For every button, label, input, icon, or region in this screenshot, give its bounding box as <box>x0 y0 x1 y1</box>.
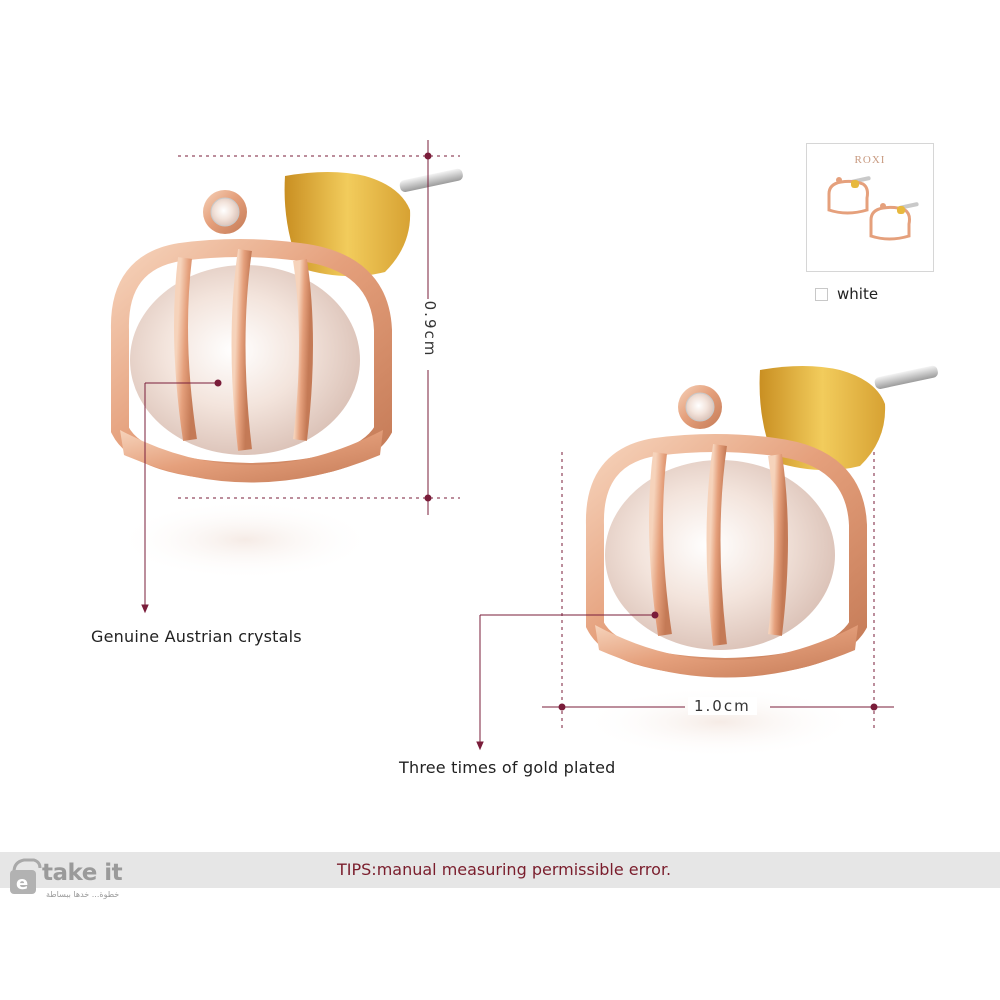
earring-thumbnail-image <box>827 176 919 241</box>
color-option-label: white <box>837 285 879 303</box>
width-dimension: 1.0cm <box>688 697 757 715</box>
tips-text: TIPS:manual measuring permissible error. <box>337 860 672 879</box>
tips-bar <box>0 852 1000 888</box>
crown-earring-image <box>580 365 938 758</box>
color-swatch-icon <box>815 287 828 301</box>
crystals-callout: Genuine Austrian crystals <box>91 627 302 646</box>
watermark-brand: take it <box>42 860 123 886</box>
etakeit-logo-icon: e <box>10 858 42 894</box>
height-dimension: 0.9cm <box>421 299 439 359</box>
crown-earring-image <box>110 168 463 580</box>
measurement-guides <box>141 140 894 751</box>
color-option-white[interactable]: white <box>815 285 878 303</box>
watermark-tagline: خطوة... خدها ببساطة <box>46 890 120 899</box>
watermark-logo: e take it خطوة... خدها ببساطة <box>6 852 146 902</box>
plating-callout: Three times of gold plated <box>399 758 616 777</box>
thumbnail-brand: ROXI <box>854 154 886 166</box>
svg-text:e: e <box>16 873 28 894</box>
variant-thumbnail[interactable]: ROXI <box>806 143 934 272</box>
